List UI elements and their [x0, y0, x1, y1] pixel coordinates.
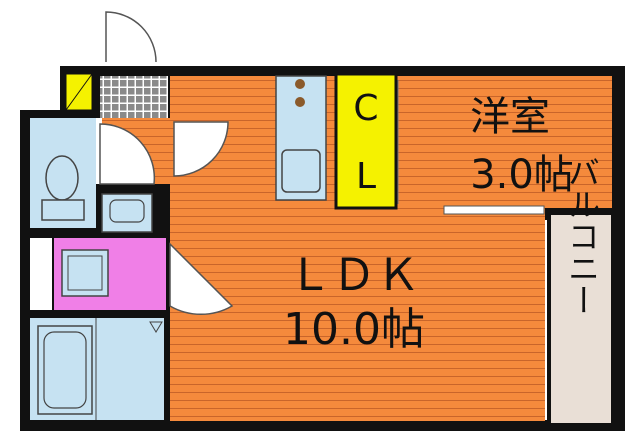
ldk-name: ＬＤＫ [288, 250, 420, 301]
stove-icon [295, 79, 305, 107]
toilet-icon [41, 155, 85, 221]
closet [334, 72, 398, 210]
bathtub-icon [37, 325, 93, 415]
western-room-floor [410, 76, 612, 208]
sliding-door [443, 205, 545, 215]
sink-icon [101, 193, 153, 233]
balcony [549, 213, 613, 425]
kitchen-sink-icon [281, 149, 321, 193]
western-room-size: 3.0帖 [470, 152, 574, 198]
washing-machine-icon [61, 249, 109, 297]
entry-door-swing [105, 11, 157, 63]
balcony-label: バルコニー [563, 156, 601, 316]
washroom-door-swing [169, 242, 234, 316]
closet-label-1: C [353, 88, 378, 129]
hall-door-swing [173, 121, 229, 177]
closet-label-2: L [356, 156, 376, 197]
ldk-size: 10.0帖 [283, 304, 425, 355]
toilet-doorway [96, 118, 102, 184]
washroom-side-wall [30, 238, 52, 310]
toilet-door-swing [99, 123, 156, 185]
entrance-tile [100, 76, 168, 118]
western-room-name: 洋室 [470, 94, 550, 140]
